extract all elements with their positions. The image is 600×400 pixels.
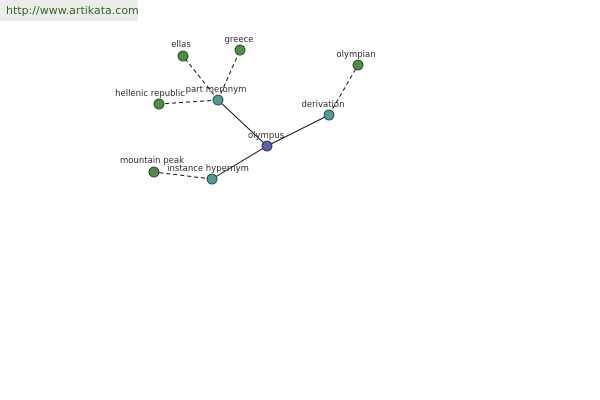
url-banner: http://www.artikata.com	[0, 0, 139, 21]
edge-part-meronym-greece	[217, 49, 241, 101]
node-olympian[interactable]: olympian	[336, 50, 376, 71]
node-marker	[148, 166, 160, 178]
node-label: instance hypernym	[167, 164, 249, 174]
node-marker	[234, 44, 246, 56]
url-link[interactable]: http://www.artikata.com	[6, 4, 139, 17]
nodes: ellas greece hellenic republic olympian …	[115, 35, 376, 185]
node-label: part meronym	[186, 85, 247, 95]
edge-center-instance-hypernym	[211, 145, 268, 180]
node-derivation[interactable]: derivation	[301, 100, 345, 121]
node-label: olympian	[336, 50, 375, 60]
node-hellenic-republic[interactable]: hellenic republic	[115, 89, 185, 110]
node-ellas[interactable]: ellas	[171, 40, 191, 62]
edge-part-meronym-hellenic-republic	[158, 99, 219, 105]
node-marker	[153, 98, 165, 110]
node-label: ellas	[171, 40, 191, 50]
node-marker	[352, 59, 364, 71]
node-part-meronym[interactable]: part meronym	[186, 85, 247, 106]
node-marker	[261, 140, 273, 152]
node-mountain-peak[interactable]: mountain peak	[120, 156, 184, 178]
edges	[153, 49, 359, 180]
node-label: mountain peak	[120, 156, 184, 166]
edge-part-meronym-ellas	[182, 55, 219, 101]
node-marker	[206, 173, 218, 185]
node-instance-hypernym[interactable]: instance hypernym	[167, 164, 249, 185]
edge-derivation-olympian	[328, 64, 359, 116]
node-marker	[323, 109, 335, 121]
edge-center-part-meronym	[217, 99, 268, 147]
node-marker	[177, 50, 189, 62]
node-greece[interactable]: greece	[224, 35, 254, 56]
node-label: hellenic republic	[115, 89, 185, 99]
node-label: derivation	[301, 100, 344, 110]
node-label: olympus	[248, 131, 285, 141]
edge-instance-hypernym-mountain-peak	[153, 171, 213, 180]
node-label: greece	[224, 35, 253, 45]
edge-center-derivation	[266, 114, 330, 147]
node-olympus[interactable]: olympus	[248, 131, 285, 152]
node-marker	[212, 94, 224, 106]
